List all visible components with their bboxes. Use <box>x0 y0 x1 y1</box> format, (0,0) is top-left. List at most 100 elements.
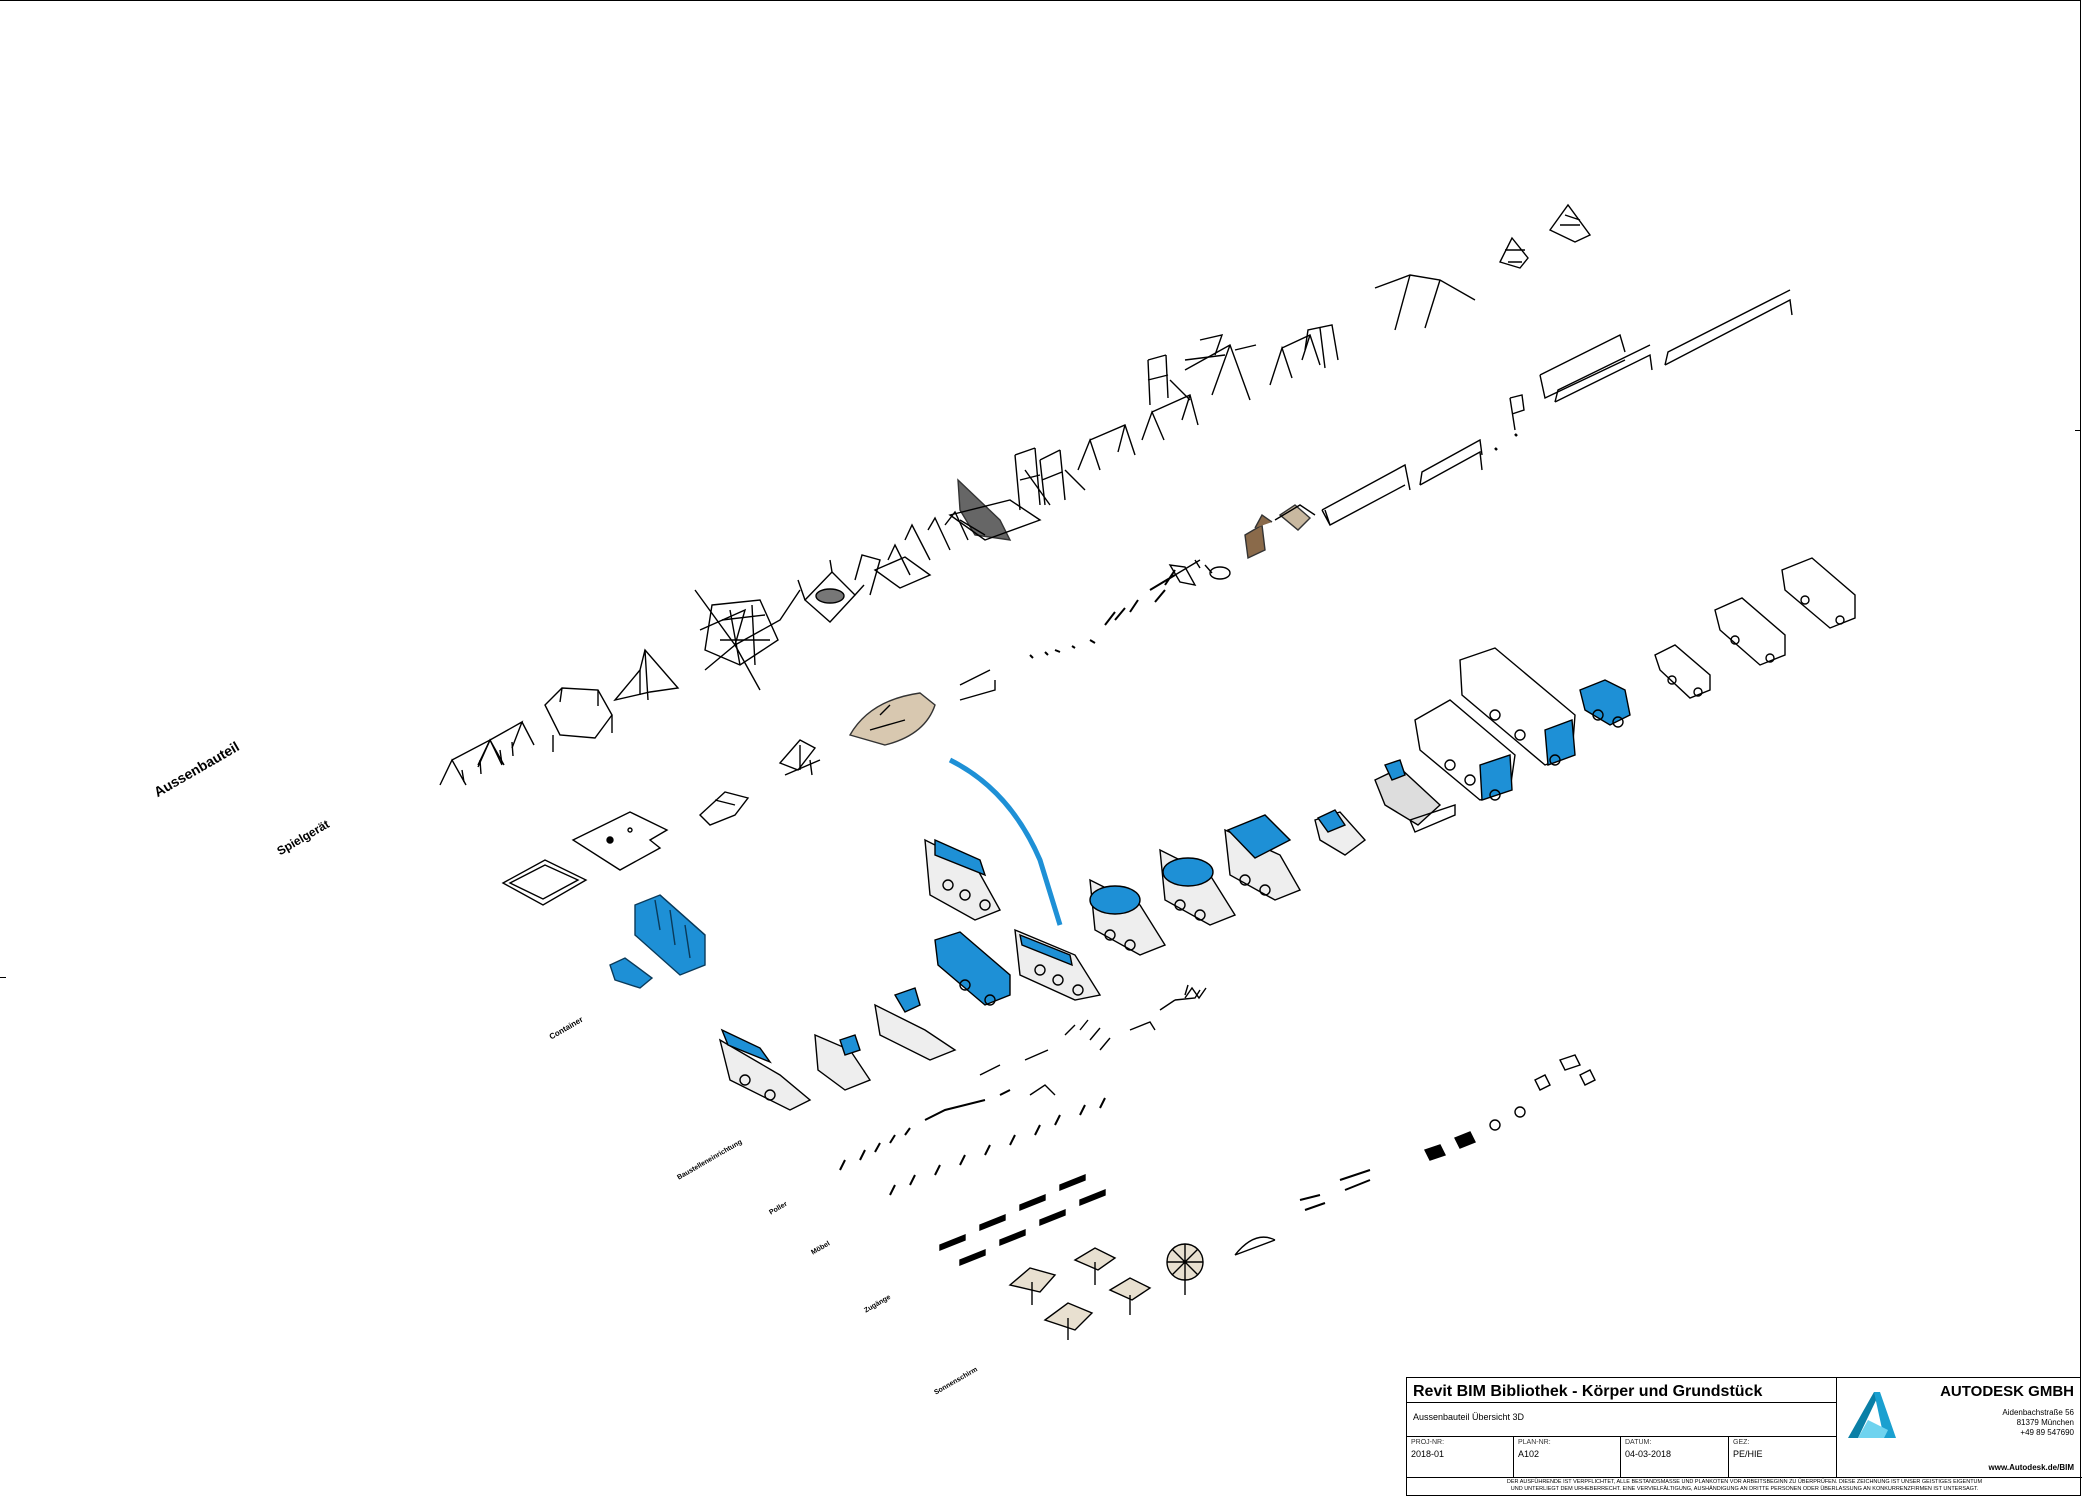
tractor-unit <box>1579 679 1631 728</box>
address-line: 81379 München <box>2016 1418 2074 1427</box>
swing-frame-1 <box>1077 424 1136 471</box>
shade-sail-1 <box>544 687 613 752</box>
swing-set-2 <box>477 720 535 766</box>
drain-grates <box>1299 1169 1371 1211</box>
arch-bench <box>1234 1236 1276 1256</box>
bollard-row-2 <box>924 1089 1011 1121</box>
field-label: PROJ-NR: <box>1411 1439 1445 1446</box>
marker-dots <box>1494 433 1518 451</box>
swing-frame-3 <box>1269 334 1321 386</box>
company-website: www.Autodesk.de/BIM <box>1988 1463 2075 1472</box>
rope-pyramid <box>694 589 801 691</box>
company-name: AUTODESK GMBH <box>1940 1383 2074 1400</box>
net-fence-3 <box>1664 289 1793 366</box>
legal-note: DER AUSFÜHRENDE IST VERPFLICHTET, ALLE B… <box>1407 1479 2082 1493</box>
van-3 <box>1781 557 1856 629</box>
bench-rack <box>1168 559 1201 586</box>
carousel-frame <box>797 559 865 623</box>
concrete-pump-truck-2 <box>1014 928 1102 1001</box>
excavator-trailer <box>814 1033 872 1091</box>
drawing-title: Revit BIM Bibliothek - Körper und Grunds… <box>1413 1383 1763 1400</box>
container-small <box>609 957 654 989</box>
hoop-ring <box>1194 559 1231 580</box>
play-tower-3 <box>1147 343 1251 406</box>
play-tower-1 <box>957 447 1051 541</box>
small-sandbox-set <box>873 556 932 589</box>
field-label: GEZ: <box>1733 1439 1750 1446</box>
field-plan-nr: PLAN-NR: A102 <box>1514 1436 1621 1477</box>
mixer-truck-1 <box>1089 878 1167 956</box>
umbrella-1 <box>1008 1267 1057 1305</box>
manhole-set <box>1424 1054 1596 1161</box>
umbrella-4 <box>1108 1277 1152 1315</box>
wooden-house-1 <box>1244 513 1273 560</box>
slide-structure-set <box>948 499 1042 541</box>
soccer-goal-1 <box>1321 463 1411 526</box>
concrete-pump-boom <box>948 757 1063 926</box>
title-block: Revit BIM Bibliothek - Körper und Grunds… <box>1406 1377 2082 1496</box>
mixer-truck-2 <box>1159 848 1237 926</box>
box-truck-1 <box>1414 699 1516 801</box>
small-items-row <box>1029 569 1176 659</box>
fence-pieces-2 <box>979 1049 1056 1096</box>
legal-note-line: DER AUSFÜHRENDE IST VERPFLICHTET, ALLE B… <box>1506 1479 1983 1485</box>
climbing-shed-1 <box>1499 236 1529 269</box>
autodesk-logo-icon <box>1848 1392 1896 1438</box>
concrete-pump-truck-1 <box>924 838 1001 921</box>
soccer-goal-2 <box>1419 438 1483 486</box>
sheet-edge-tick <box>2075 430 2081 431</box>
umbrella-5 <box>1166 1243 1204 1295</box>
field-datum: DATUM: 04-03-2018 <box>1621 1436 1729 1477</box>
slide-tower-1 <box>1184 334 1257 361</box>
bar-frame <box>959 669 996 701</box>
box-truck-2 <box>1459 647 1576 766</box>
flatbed-truck <box>874 987 957 1061</box>
bench-table <box>778 739 821 776</box>
van-1 <box>1654 644 1711 699</box>
field-proj-nr: PROJ-NR: 2018-01 <box>1407 1436 1514 1477</box>
field-value: 04-03-2018 <box>1625 1449 1672 1459</box>
wheel-loader <box>1374 759 1456 833</box>
field-label: PLAN-NR: <box>1518 1439 1551 1446</box>
wave-barrier <box>1184 986 1207 1000</box>
legal-note-line: UND UNTERLIEGT DEM URHEBERRECHT. EINE VE… <box>1510 1486 1979 1492</box>
drawing-subtitle: Aussenbauteil Übersicht 3D <box>1413 1412 1525 1422</box>
shade-sail-2 <box>613 648 680 702</box>
sandbox-square <box>501 859 588 906</box>
climbing-shed-2 <box>1548 203 1592 243</box>
net-fence-2 <box>1554 344 1653 403</box>
field-gez: GEZ: PE/HIE <box>1729 1436 1836 1477</box>
fence-pieces-1 <box>1064 999 1176 1051</box>
bollard-row-1 <box>839 1127 911 1171</box>
boat-sandbox <box>698 791 750 826</box>
boat-large <box>848 692 936 746</box>
dump-truck-1 <box>1224 814 1302 901</box>
play-tower-2 <box>1039 449 1086 506</box>
container-large <box>634 894 706 976</box>
slide-row <box>854 510 969 596</box>
company-address: Aidenbachstraße 56 81379 München +49 89 … <box>2002 1408 2074 1438</box>
wooden-house-2 <box>1274 504 1316 531</box>
cable-way <box>1374 274 1476 331</box>
small-truck <box>1314 809 1367 856</box>
barrier-set <box>1174 984 1201 1001</box>
basket-post <box>1509 394 1525 431</box>
title-block-main: Revit BIM Bibliothek - Körper und Grunds… <box>1407 1378 1837 1478</box>
net-fence-1 <box>1539 333 1626 400</box>
umbrella-3 <box>1073 1247 1117 1285</box>
bollard-row-3 <box>889 1097 1106 1196</box>
bench-rows <box>939 1173 1106 1267</box>
address-line: +49 89 547690 <box>2020 1428 2074 1437</box>
field-value: 2018-01 <box>1411 1449 1445 1459</box>
field-label: DATUM: <box>1625 1439 1652 1446</box>
crane-truck <box>718 1028 812 1111</box>
container-truck <box>934 931 1011 1006</box>
sandbox-l-shape <box>571 811 669 871</box>
sheet-edge-tick <box>0 977 6 978</box>
field-value: A102 <box>1518 1449 1540 1459</box>
address-line: Aidenbachstraße 56 <box>2002 1408 2074 1417</box>
swing-set-1 <box>439 738 503 786</box>
van-2 <box>1714 597 1786 666</box>
